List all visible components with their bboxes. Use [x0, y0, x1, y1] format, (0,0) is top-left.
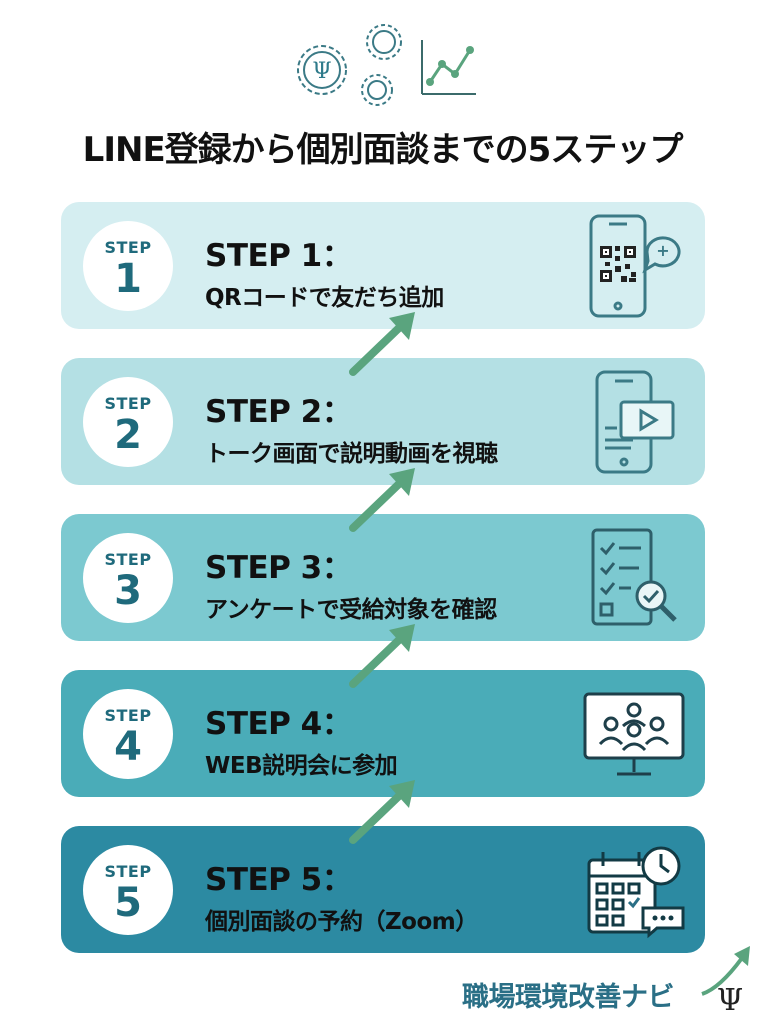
- step-title-3: STEP 3：: [205, 550, 353, 586]
- step-card-1: STEP 1 STEP 1： QRコードで友だち追加 +: [61, 202, 705, 329]
- step-badge-label: STEP: [104, 706, 152, 725]
- page-title: LINE登録から個別面談までの5ステップ: [82, 130, 684, 170]
- arrow-up-icon: [349, 624, 415, 688]
- step-desc-2: トーク画面で説明動画を視聴: [205, 441, 498, 467]
- brand-logo-icon: Ψ: [701, 946, 750, 1014]
- web-meeting-icon: [583, 692, 685, 776]
- step-badge-label: STEP: [104, 550, 152, 569]
- step-badge-label: STEP: [104, 862, 152, 881]
- video-phone-icon: [595, 370, 675, 474]
- step-badge-number: 4: [114, 724, 142, 770]
- step-card-4: STEP 4 STEP 4： WEB説明会に参加: [61, 670, 705, 797]
- svg-text:Ψ: Ψ: [312, 59, 331, 84]
- gears-chart-illustration: Ψ: [297, 24, 476, 106]
- svg-text:+: +: [656, 241, 669, 260]
- arrow-up-icon: [349, 312, 415, 376]
- step-title-5: STEP 5：: [205, 862, 353, 898]
- step-badge-3: STEP 3: [83, 533, 173, 623]
- step-card-3: STEP 3 STEP 3： アンケートで受給対象を確認: [61, 514, 705, 641]
- step-badge-number: 3: [114, 568, 142, 614]
- svg-text:Ψ: Ψ: [717, 983, 743, 1014]
- step-badge-2: STEP 2: [83, 377, 173, 467]
- step-badge-5: STEP 5: [83, 845, 173, 935]
- step-title-2: STEP 2：: [205, 394, 353, 430]
- step-desc-3: アンケートで受給対象を確認: [205, 597, 497, 623]
- step-title-1: STEP 1：: [205, 238, 353, 274]
- step-card-2: STEP 2 STEP 2： トーク画面で説明動画を視聴: [61, 358, 705, 485]
- step-badge-number: 1: [114, 256, 142, 302]
- arrow-up-icon: [349, 468, 415, 532]
- checklist-icon: [591, 528, 677, 626]
- step-badge-number: 2: [114, 412, 142, 458]
- qr-phone-icon: +: [589, 214, 681, 318]
- step-desc-4: WEB説明会に参加: [205, 753, 398, 779]
- arrow-up-icon: [349, 780, 415, 844]
- step-badge-4: STEP 4: [83, 689, 173, 779]
- step-badge-label: STEP: [104, 238, 152, 257]
- step-badge-label: STEP: [104, 394, 152, 413]
- step-card-5: STEP 5 STEP 5： 個別面談の予約（Zoom）: [61, 826, 705, 953]
- step-badge-number: 5: [114, 880, 142, 926]
- step-desc-5: 個別面談の予約（Zoom）: [205, 909, 478, 935]
- step-badge-1: STEP 1: [83, 221, 173, 311]
- step-title-4: STEP 4：: [205, 706, 353, 742]
- brand-name: 職場環境改善ナビ: [462, 982, 675, 1013]
- calendar-icon: [587, 846, 685, 939]
- step-desc-1: QRコードで友だち追加: [205, 285, 444, 311]
